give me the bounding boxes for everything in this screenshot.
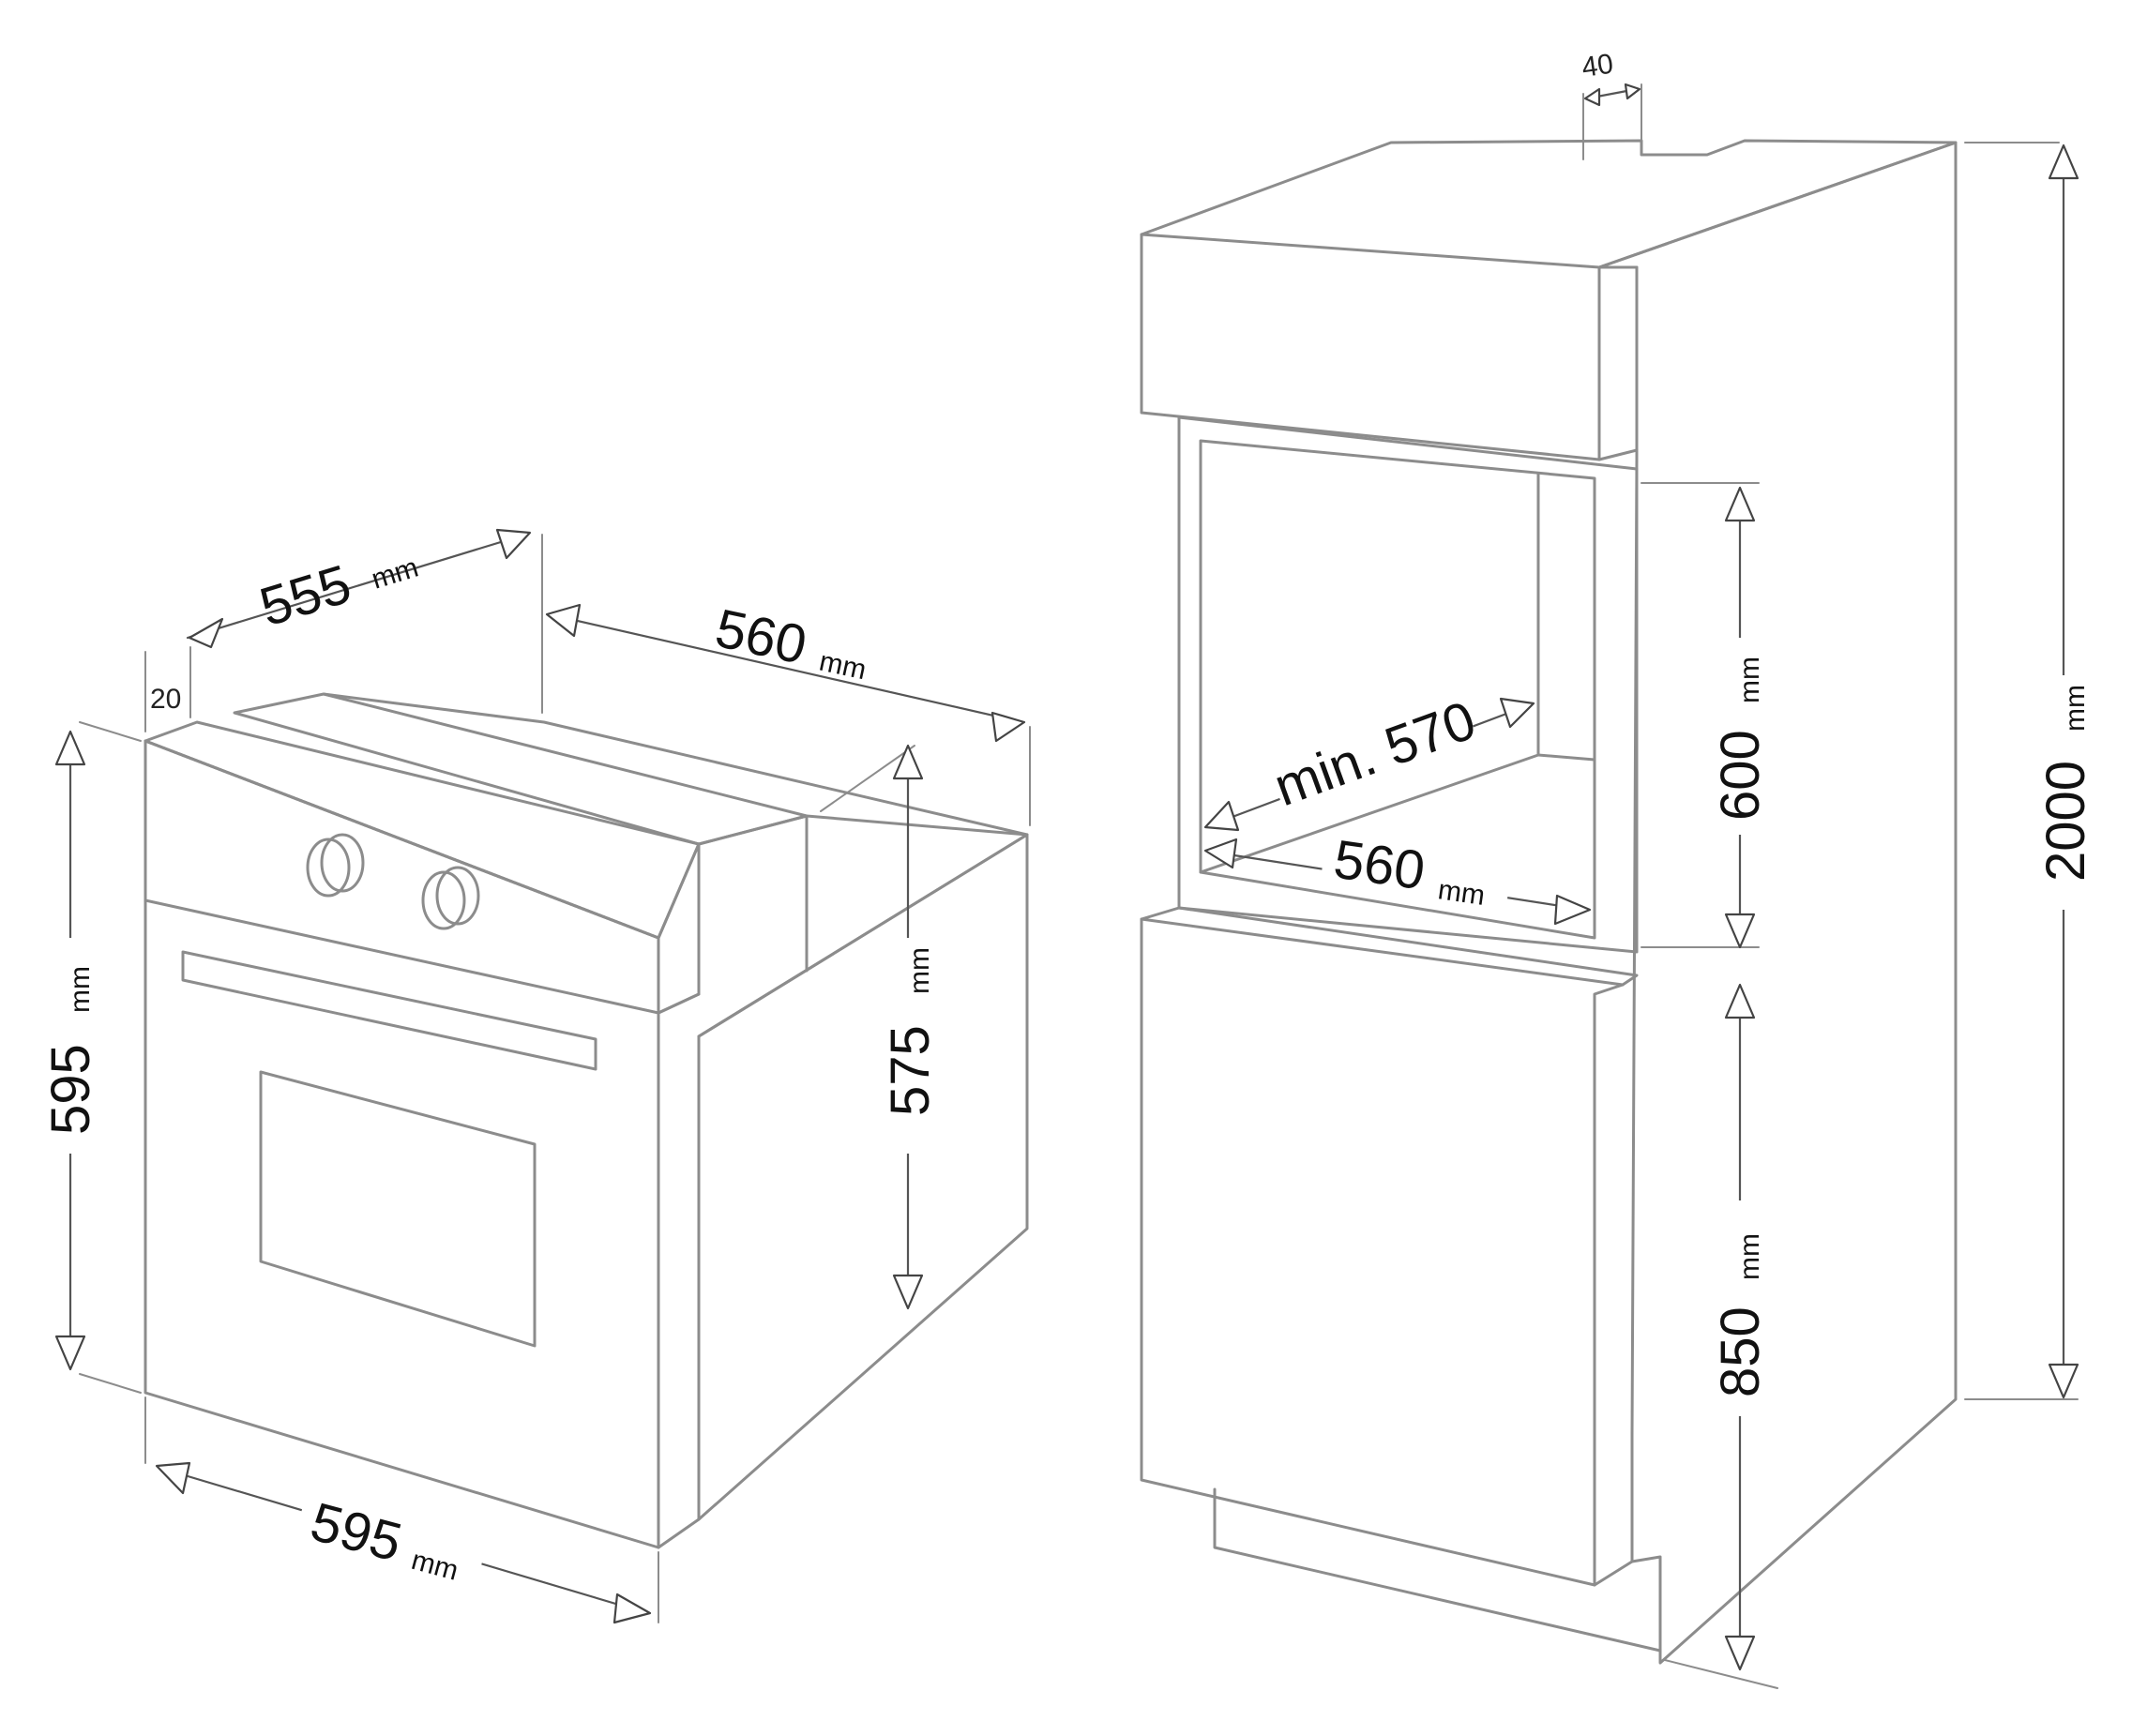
oven-body-top-back [697,814,1029,1038]
cabinet-drawing: 40 min. 570 560 mm 600 mm [1140,49,2096,1689]
dim-2000-value: 2000 [2035,761,2096,882]
dim-850: 850 mm [1664,983,1778,1689]
oven-body-top-front [233,692,809,846]
oven-control-panel-side [657,842,701,1015]
oven-body-top-edge [322,692,1029,837]
cabinet-top-front [1140,233,1601,461]
dim-575-unit: mm [904,947,935,994]
cabinet-plinth [1213,1487,1662,1653]
dim-600-value: 600 [1710,730,1771,821]
dim-600: 600 mm [1641,482,1773,949]
dim-560-oven-unit: mm [817,646,869,687]
oven-window [259,1070,537,1348]
dim-2000-unit: mm [2060,685,2091,732]
oven-front [144,739,660,1549]
dim-20-value: 20 [150,684,181,715]
cabinet-side [1597,141,1958,1665]
dim-850-unit: mm [1734,1233,1765,1280]
dim-min-570: min. 570 [1203,689,1535,832]
dim-600-unit: mm [1734,657,1765,703]
dim-560-oven: 560 mm [541,534,1031,826]
dim-850-value: 850 [1710,1306,1771,1397]
dim-560-niche-unit: mm [1436,874,1487,912]
dim-595-width: 595 mm [144,1396,659,1624]
dim-40-value: 40 [1580,49,1615,83]
cabinet-base-front [1140,917,1625,1587]
dim-560-oven-value: 560 [710,597,811,676]
dim-40: 40 [1580,49,1642,160]
cabinet-niche-frame [1177,415,1639,954]
dim-560-niche-value: 560 [1330,829,1429,902]
cabinet-top-surface [1140,139,1958,269]
dim-560-niche: 560 mm [1203,829,1592,926]
oven-control-panel [144,739,660,1015]
dim-575-value: 575 [880,1025,941,1116]
oven-handle [181,950,597,1071]
dim-595-height-unit: mm [65,966,96,1013]
dim-2000: 2000 mm [1964,142,2096,1400]
cabinet-niche-inner [1199,439,1596,940]
oven-knob-left [306,838,351,898]
dim-555-value: 555 [253,553,358,638]
dim-20: 20 [144,646,191,732]
dim-555: 555 mm [186,528,532,649]
dim-595-height-value: 595 [40,1044,101,1135]
oven-knob-right [421,870,466,930]
oven-drawing: 555 mm 560 mm 20 595 mm [38,528,1031,1624]
dim-595-height: 595 mm [38,721,142,1394]
oven-body-side [697,833,1029,1521]
dim-575: 575 mm [820,744,943,1310]
dim-555-unit: mm [368,552,421,596]
